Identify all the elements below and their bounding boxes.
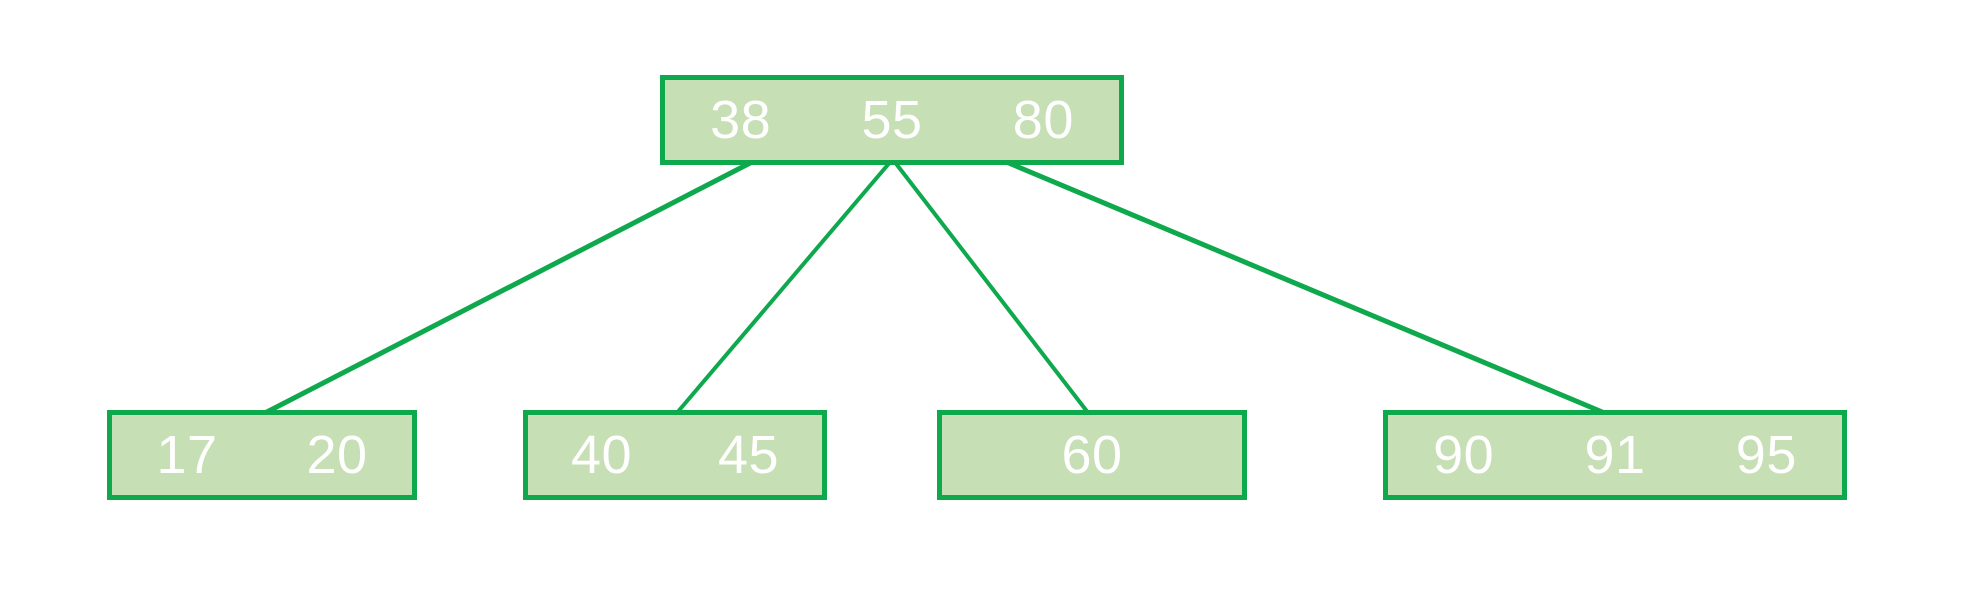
node-key: 55 — [861, 90, 923, 150]
node-key: 95 — [1735, 425, 1797, 485]
btree-root-node: 38 55 80 — [660, 75, 1124, 165]
node-key: 38 — [710, 90, 772, 150]
edge-root-to-child-4 — [1003, 158, 1608, 417]
btree-leaf-node-1: 17 20 — [107, 410, 417, 500]
node-key: 40 — [570, 425, 633, 485]
node-key: 45 — [717, 425, 780, 485]
edge-root-to-child-3 — [892, 159, 1091, 416]
node-key: 60 — [1061, 425, 1123, 485]
edge-root-to-child-2 — [674, 159, 893, 416]
node-key: 17 — [156, 425, 218, 485]
node-key: 90 — [1433, 425, 1495, 485]
btree-leaf-node-2: 40 45 — [523, 410, 827, 500]
node-key: 91 — [1584, 425, 1646, 485]
edge-root-to-child-1 — [261, 158, 756, 417]
node-key: 20 — [306, 425, 368, 485]
node-key: 80 — [1012, 90, 1074, 150]
btree-leaf-node-4: 90 91 95 — [1383, 410, 1847, 500]
btree-leaf-node-3: 60 — [937, 410, 1247, 500]
